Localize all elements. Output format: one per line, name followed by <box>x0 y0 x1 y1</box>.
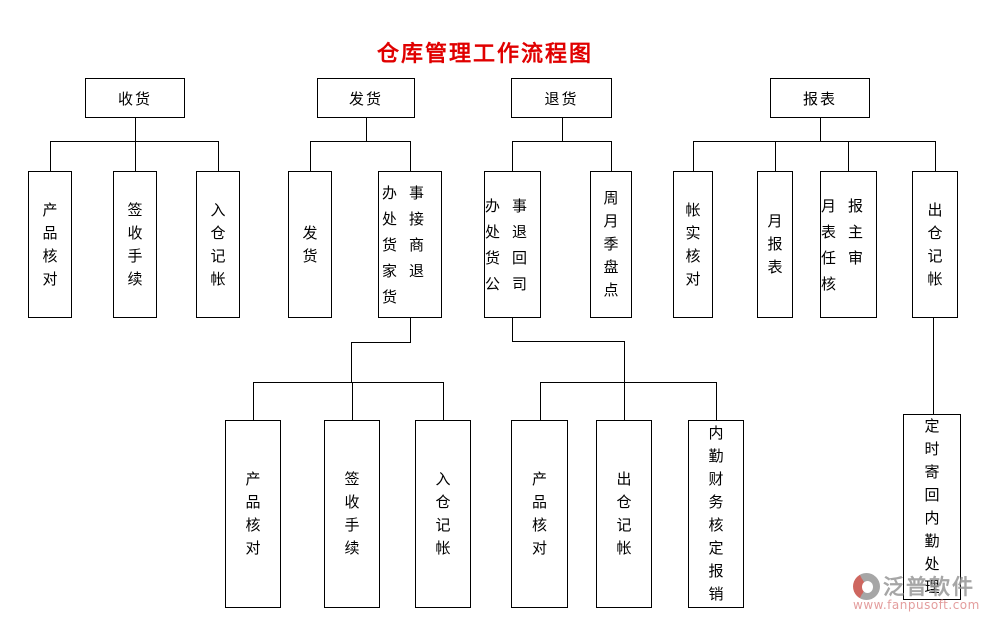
connector-line <box>935 141 936 171</box>
node-label: 签收手续 <box>127 200 143 288</box>
node-label: 收货 <box>117 89 152 108</box>
node-reports: 报表 <box>770 78 870 118</box>
connector-line <box>366 118 367 141</box>
node-label: 产品核对 <box>42 200 58 288</box>
node-returns-stocktake: 周月季盘点 <box>590 171 632 318</box>
node-shipping-office-pickup-merchant-return: 办事处接货商家退货 <box>378 171 442 318</box>
connector-line <box>820 118 821 141</box>
connector-line <box>352 382 353 420</box>
connector-line <box>50 141 219 142</box>
node-returns-finance-approval: 内勤财务核定报销 <box>688 420 744 608</box>
node-label: 月报表主任审核 <box>821 196 876 293</box>
node-reports-send-back: 定时寄回内勤处理 <box>903 414 961 600</box>
node-label: 报表 <box>802 89 837 108</box>
connector-line <box>253 382 444 383</box>
connector-line <box>253 382 254 420</box>
connector-line <box>310 141 311 171</box>
connector-line <box>512 141 513 171</box>
node-shipping-entry-booking: 入仓 记帐 <box>415 420 471 608</box>
node-label: 产品核对 <box>531 470 547 557</box>
node-reports-director-review: 月报表主任审核 <box>820 171 877 318</box>
node-label: 帐实核对 <box>685 200 701 288</box>
connector-line <box>693 141 936 142</box>
connector-line <box>624 341 625 383</box>
connector-line <box>410 318 411 343</box>
node-label: 发 货 <box>302 223 348 265</box>
node-label: 内勤财务核定报销 <box>708 424 724 603</box>
node-returns-product-check: 产品核对 <box>511 420 568 608</box>
connector-line <box>693 141 694 171</box>
node-returns-out-booking: 出仓 记帐 <box>596 420 652 608</box>
node-label: 退货 <box>544 89 579 108</box>
node-reports-account-check: 帐实核对 <box>673 171 713 318</box>
node-label: 发货 <box>348 89 383 108</box>
node-label: 产品核对 <box>245 470 261 557</box>
connector-line <box>624 382 625 420</box>
connector-line <box>50 141 51 171</box>
connector-line <box>933 318 934 414</box>
node-receiving: 收货 <box>85 78 185 118</box>
connector-line <box>135 141 136 171</box>
node-shipping-dispatch: 发 货 <box>288 171 348 318</box>
node-returns: 退货 <box>511 78 612 118</box>
watermark-url: www.fanpusoft.com <box>853 598 980 612</box>
node-label: 入仓 记帐 <box>435 470 466 557</box>
node-label: 出仓 记帐 <box>927 200 958 288</box>
connector-line <box>443 382 444 420</box>
node-label: 定时寄回内勤处理 <box>924 417 940 596</box>
node-reports-monthly: 月报表 <box>757 171 793 318</box>
node-label: 出仓 记帐 <box>616 470 647 557</box>
connector-line <box>540 382 541 420</box>
fanpu-logo-icon <box>853 572 880 600</box>
node-receiving-product-check: 产品核对 <box>28 171 72 318</box>
connector-line <box>611 141 612 171</box>
connector-line <box>218 141 219 171</box>
connector-line <box>848 141 849 171</box>
connector-line <box>512 318 513 342</box>
node-receiving-entry-booking: 入仓 记帐 <box>196 171 241 318</box>
node-receiving-signoff: 签收手续 <box>113 171 157 318</box>
node-label: 签收手续 <box>344 470 360 557</box>
node-reports-out-booking: 出仓 记帐 <box>912 171 958 318</box>
node-label: 月报表 <box>767 212 783 276</box>
node-label: 办事处退货回公司 <box>485 196 540 293</box>
connector-line <box>775 141 776 171</box>
watermark-brand: 泛普软件 <box>883 575 975 599</box>
node-label: 周月季盘点 <box>603 189 619 299</box>
watermark: 泛普软件 www.fanpusoft.com <box>853 571 980 612</box>
connector-line <box>716 382 717 420</box>
connector-line <box>351 342 352 382</box>
connector-line <box>512 341 625 342</box>
node-shipping: 发货 <box>317 78 415 118</box>
node-shipping-product-check: 产品核对 <box>225 420 281 608</box>
connector-line <box>562 118 563 141</box>
connector-line <box>410 141 411 171</box>
connector-line <box>351 342 411 343</box>
connector-line <box>540 382 717 383</box>
page-title: 仓库管理工作流程图 <box>376 42 593 67</box>
connector-line <box>310 141 411 142</box>
connector-line <box>135 118 136 141</box>
node-returns-office-return-company: 办事处退货回公司 <box>484 171 541 318</box>
node-label: 入仓 记帐 <box>210 200 241 288</box>
connector-line <box>512 141 612 142</box>
node-shipping-signoff: 签收手续 <box>324 420 380 608</box>
node-label: 办事处接货商家退货 <box>382 183 437 306</box>
